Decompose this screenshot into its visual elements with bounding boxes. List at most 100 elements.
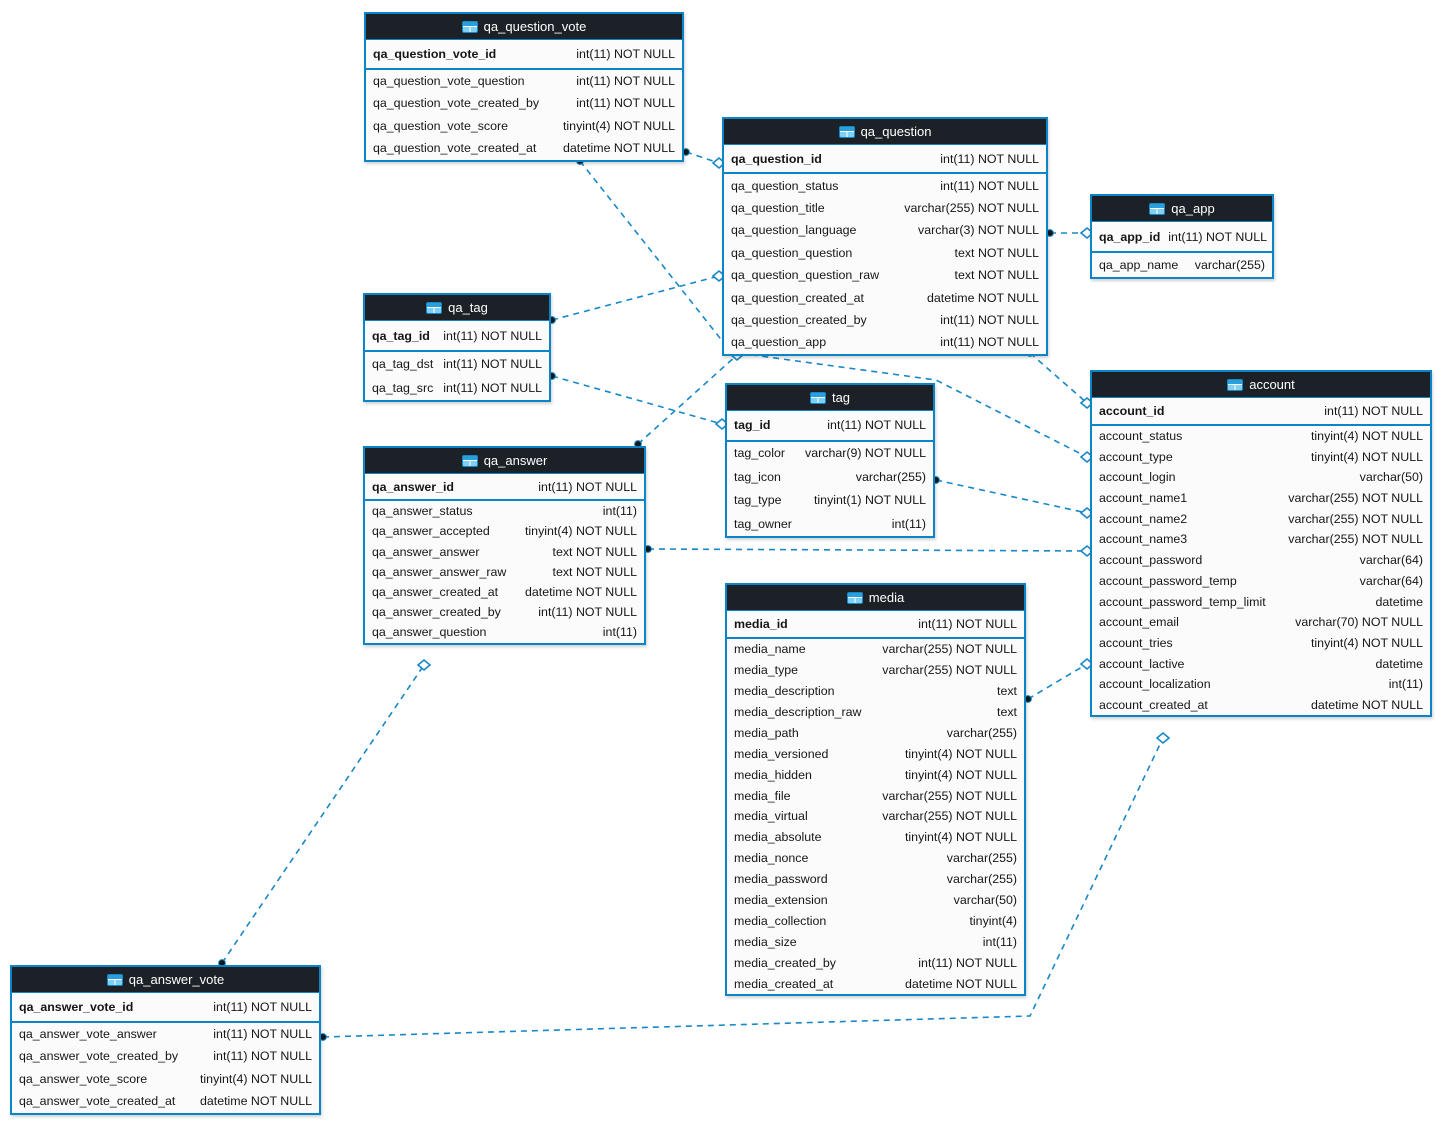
relationship-qa_answer_vote-account[interactable] xyxy=(319,731,1171,1041)
field-name: qa_question_vote_score xyxy=(373,118,509,133)
relationship-line[interactable] xyxy=(551,375,723,425)
field-type: varchar(64) xyxy=(1359,553,1423,568)
relationship-qa_question-account[interactable] xyxy=(1026,349,1095,410)
relationship-qa_tag-tag[interactable] xyxy=(548,372,730,431)
relationship-line[interactable] xyxy=(322,737,1164,1038)
relationship-line[interactable] xyxy=(637,354,738,445)
table-icon xyxy=(809,391,826,404)
field-name: qa_app_id xyxy=(1099,229,1161,244)
field-row: account_name1 varchar(255) NOT NULL xyxy=(1092,488,1430,509)
field-name: media_path xyxy=(734,725,799,740)
relationship-qa_answer-account[interactable] xyxy=(644,544,1095,558)
field-type: varchar(255) NOT NULL xyxy=(1288,491,1423,506)
field-type: int(11) NOT NULL xyxy=(576,96,675,111)
field-name: account_name3 xyxy=(1099,532,1188,547)
field-name: account_email xyxy=(1099,615,1179,630)
table-icon xyxy=(106,973,123,986)
relationship-line[interactable] xyxy=(1029,352,1088,404)
field-type: varchar(255) xyxy=(1194,258,1265,272)
relationship-qa_tag-qa_question[interactable] xyxy=(548,269,727,324)
field-name: media_file xyxy=(734,788,791,803)
field-name: qa_tag_id xyxy=(372,328,430,343)
table-header[interactable]: qa_question xyxy=(724,119,1046,145)
field-name: qa_question_question_raw xyxy=(731,268,880,283)
table-header[interactable]: media xyxy=(727,585,1024,611)
field-type: varchar(255) NOT NULL xyxy=(882,788,1017,803)
field-name: qa_answer_vote_created_by xyxy=(19,1049,179,1064)
relationship-line[interactable] xyxy=(551,275,720,321)
field-type: int(11) xyxy=(602,504,637,519)
relationship-media-account[interactable] xyxy=(1024,657,1095,703)
field-type: int(11) NOT NULL xyxy=(940,312,1039,327)
field-name: account_password_temp xyxy=(1099,573,1237,588)
relationship-line[interactable] xyxy=(685,151,720,164)
field-type: datetime NOT NULL xyxy=(524,585,637,600)
field-name: qa_question_status xyxy=(731,178,839,193)
field-name: account_name1 xyxy=(1099,491,1188,506)
table-header[interactable]: qa_app xyxy=(1092,196,1272,222)
relationship-qa_answer_vote-qa_answer[interactable] xyxy=(218,658,432,967)
table-header[interactable]: qa_question_vote xyxy=(366,14,682,40)
relationship-line[interactable] xyxy=(935,479,1088,514)
table-header[interactable]: tag xyxy=(727,385,933,411)
field-name: media_created_by xyxy=(734,955,836,970)
field-name: tag_icon xyxy=(734,469,781,484)
relationship-line[interactable] xyxy=(1027,663,1088,700)
field-name: media_virtual xyxy=(734,809,808,824)
field-name: tag_owner xyxy=(734,516,792,531)
relationship-tag-account[interactable] xyxy=(932,476,1095,520)
relationship-line[interactable] xyxy=(221,664,425,964)
field-name: media_size xyxy=(734,934,797,949)
table-header[interactable]: qa_tag xyxy=(365,295,549,321)
table-header[interactable]: qa_answer_vote xyxy=(12,967,319,993)
field-name: qa_answer_accepted xyxy=(372,524,490,539)
field-name: media_password xyxy=(734,872,828,887)
field-name: qa_question_title xyxy=(731,200,825,215)
one-end-diamond-icon xyxy=(1155,731,1171,745)
relationship-qa_question-qa_app[interactable] xyxy=(1046,226,1095,240)
table-header[interactable]: qa_answer xyxy=(365,448,644,474)
relationship-qa_question_vote-qa_question[interactable] xyxy=(682,148,727,170)
table-header[interactable]: account xyxy=(1092,372,1430,398)
field-name: tag_type xyxy=(734,493,782,508)
field-name: account_login xyxy=(1099,470,1176,485)
field-type: varchar(70) NOT NULL xyxy=(1295,615,1423,630)
relationship-line[interactable] xyxy=(579,160,1088,458)
field-name: account_type xyxy=(1099,449,1173,464)
field-type: datetime NOT NULL xyxy=(199,1094,312,1109)
field-name: qa_question_vote_question xyxy=(373,73,525,88)
relationship-line[interactable] xyxy=(647,548,1088,552)
field-name: media_absolute xyxy=(734,830,822,845)
